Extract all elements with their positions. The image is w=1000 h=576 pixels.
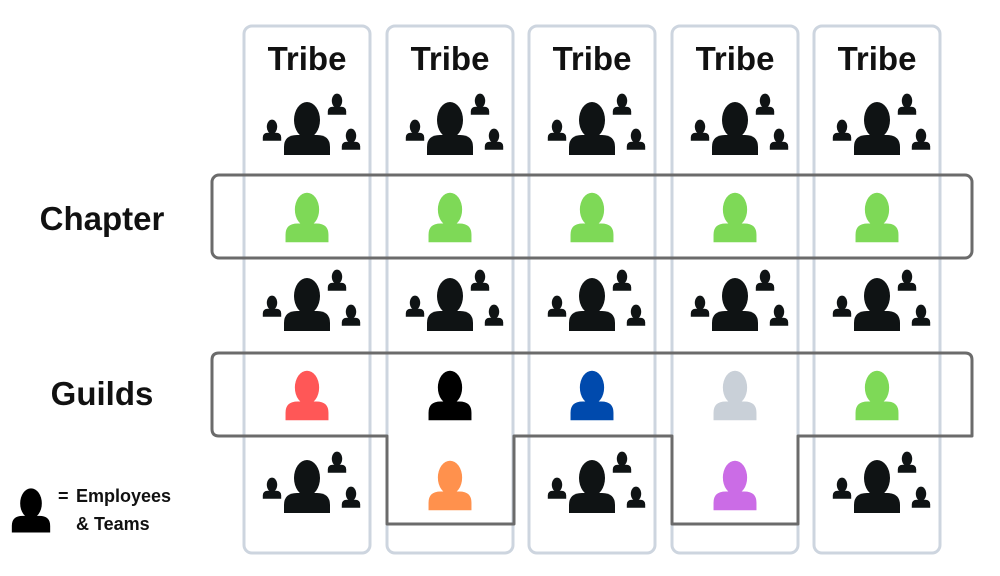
chapter-person-icon-1 [285,192,329,243]
legend-person-icon [11,488,51,533]
icons-layer [262,93,931,513]
tribe-column-4 [670,24,800,555]
team-group-icon-top-5 [832,93,931,155]
tribe-column-2 [385,24,515,555]
tribe-title-4: Tribe [696,40,775,77]
tribe-columns: Tribe Tribe Tribe Tribe Tribe [242,24,942,555]
guild-person-icon-1 [285,370,329,421]
guilds-band [210,351,974,526]
guild-person-icon-bottom-2 [428,460,472,511]
tribe-column-5 [812,24,942,555]
legend-line-2: & Teams [76,514,150,534]
guild-person-icon-5 [855,370,899,421]
team-group-icon-bottom-5 [832,451,931,513]
team-group-icon-middle-5 [832,269,931,331]
team-group-icon-bottom-1 [262,451,361,513]
tribe-title-2: Tribe [411,40,490,77]
tribe-title-1: Tribe [268,40,347,77]
guild-person-icon-4 [713,370,757,421]
tribe-title-3: Tribe [553,40,632,77]
chapter-person-icon-3 [570,192,614,243]
chapter-person-icon-4 [713,192,757,243]
chapter-band [210,173,974,260]
team-group-icon-bottom-3 [547,451,646,513]
team-group-icon-middle-1 [262,269,361,331]
team-group-icon-middle-2 [405,269,504,331]
guilds-label: Guilds [51,375,154,412]
team-group-icon-top-2 [405,93,504,155]
team-group-icon-middle-3 [547,269,646,331]
team-group-icon-top-1 [262,93,361,155]
guild-person-icon-3 [570,370,614,421]
chapter-person-icon-2 [428,192,472,243]
guild-person-icon-2 [428,370,472,421]
legend: = Employees & Teams [11,486,171,534]
guild-person-icon-bottom-4 [713,460,757,511]
legend-equals: = [58,486,69,506]
team-group-icon-top-4 [690,93,789,155]
legend-line-1: Employees [76,486,171,506]
chapter-person-icon-5 [855,192,899,243]
tribe-column-1 [242,24,372,555]
tribe-column-3 [527,24,657,555]
team-group-icon-top-3 [547,93,646,155]
chapter-label: Chapter [40,200,165,237]
tribe-title-5: Tribe [838,40,917,77]
team-group-icon-middle-4 [690,269,789,331]
